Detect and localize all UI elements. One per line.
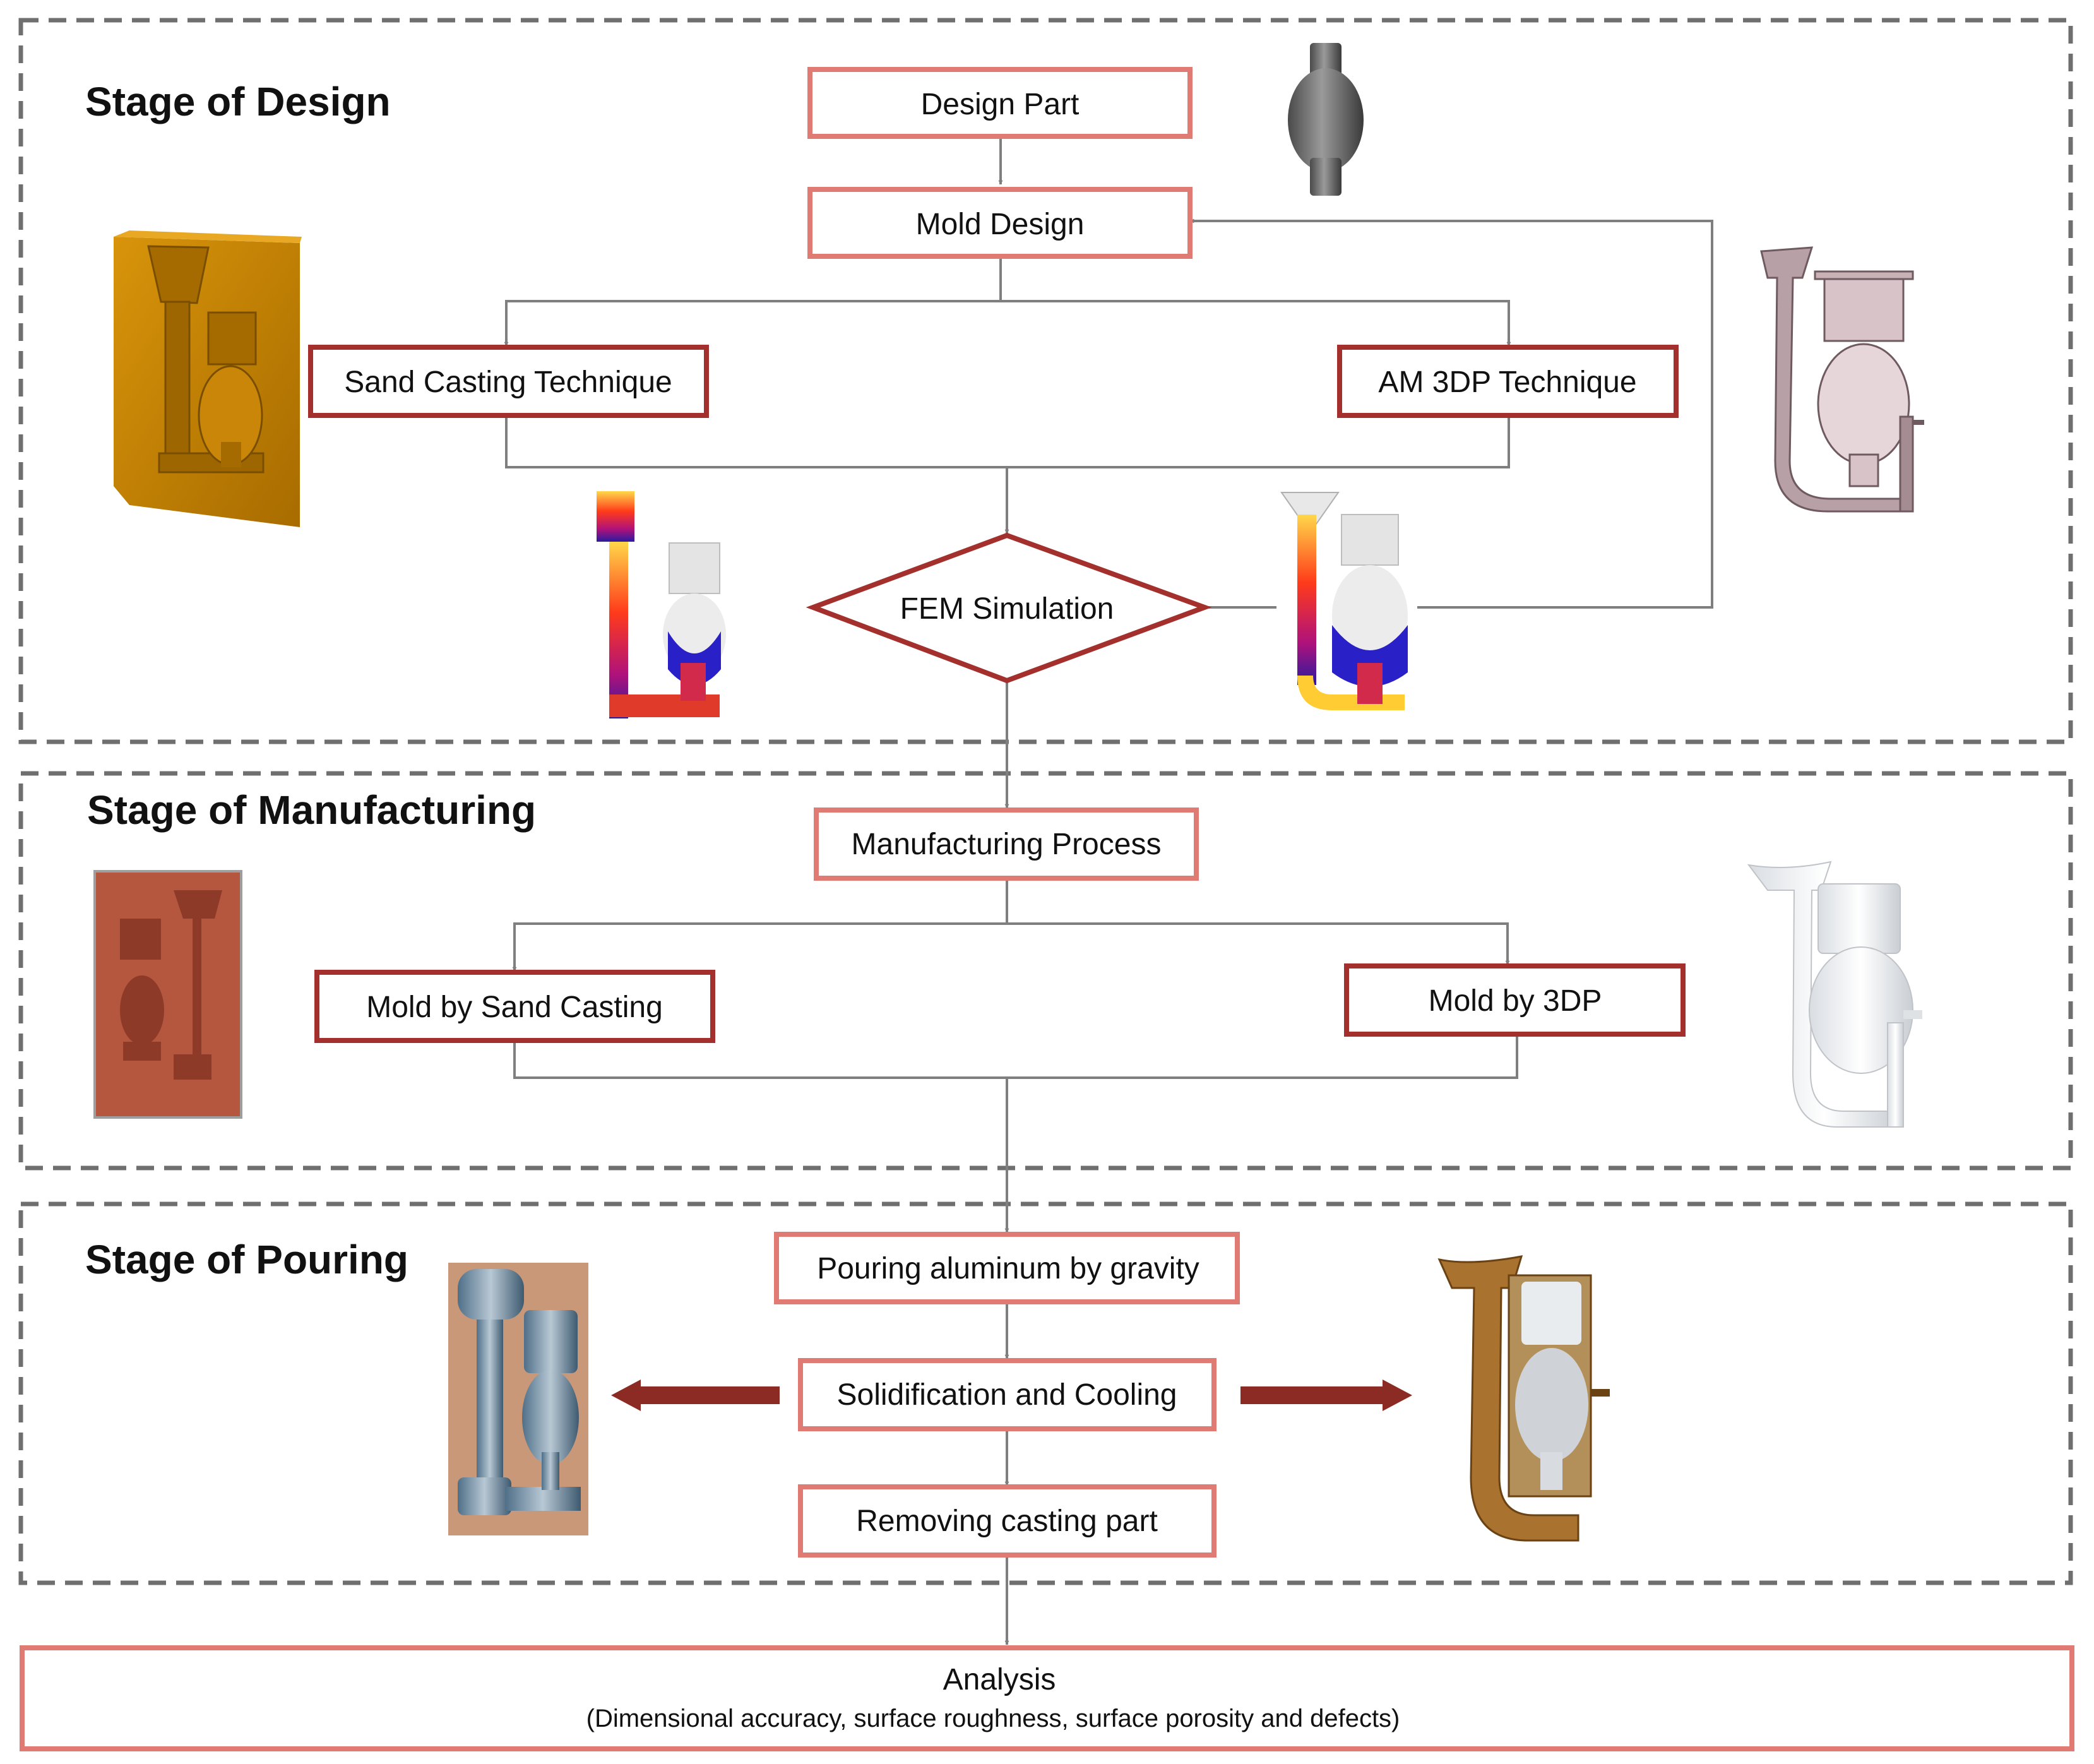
stage-pouring-frame: [18, 1201, 2073, 1585]
pouring-box: Pouring aluminum by gravity: [774, 1232, 1240, 1304]
sand-casting-technique-box: Sand Casting Technique: [308, 345, 709, 418]
cast-in-3dp-mold-photo: [1437, 1255, 1610, 1542]
removing-box: Removing casting part: [798, 1484, 1217, 1558]
manufacturing-process-box: Manufacturing Process: [814, 808, 1199, 881]
fem-simulation-diamond: FEM Simulation: [806, 532, 1212, 684]
fem-simulation-label: FEM Simulation: [900, 592, 1114, 626]
removing-label: Removing casting part: [856, 1505, 1158, 1538]
manufacturing-process-label: Manufacturing Process: [852, 828, 1162, 861]
sand-casting-technique-label: Sand Casting Technique: [344, 366, 672, 399]
pouring-label: Pouring aluminum by gravity: [817, 1252, 1199, 1285]
design-part-box: Design Part: [807, 67, 1193, 139]
am-3dp-technique-box: AM 3DP Technique: [1337, 345, 1679, 418]
design-part-label: Design Part: [921, 88, 1080, 121]
mold-by-sand-casting-label: Mold by Sand Casting: [366, 991, 663, 1024]
sand-casting-simulation-render: [597, 491, 726, 718]
analysis-label: Analysis: [943, 1663, 1056, 1696]
stage-design-title: Stage of Design: [85, 79, 391, 124]
left-red-arrow: [611, 1380, 780, 1411]
mold-by-sand-casting-box: Mold by Sand Casting: [314, 970, 715, 1043]
am-3dp-mold-cad-render: [1760, 246, 1924, 513]
am-3dp-technique-label: AM 3DP Technique: [1378, 366, 1636, 399]
connectors: [504, 138, 1713, 1645]
stage-manufacturing-title: Stage of Manufacturing: [87, 787, 536, 833]
sand-mold-cad-render: [114, 230, 302, 527]
right-red-arrow: [1240, 1380, 1412, 1411]
design-part-render: [1288, 43, 1364, 196]
am-3dp-simulation-render: [1280, 492, 1408, 710]
solidification-box: Solidification and Cooling: [798, 1358, 1217, 1431]
analysis-detail: (Dimensional accuracy, surface roughness…: [586, 1705, 1400, 1732]
analysis-box: Analysis (Dimensional accuracy, surface …: [20, 1645, 2074, 1751]
stage-design-frame: [18, 18, 2073, 744]
sand-mold-photo: [93, 870, 242, 1119]
mold-design-box: Mold Design: [807, 187, 1193, 259]
mold-by-3dp-label: Mold by 3DP: [1429, 984, 1602, 1018]
printed-3dp-mold-photo: [1747, 861, 1922, 1128]
solidification-label: Solidification and Cooling: [836, 1378, 1177, 1412]
cast-part-photo: [448, 1263, 588, 1535]
stage-pouring-title: Stage of Pouring: [85, 1237, 408, 1282]
mold-design-label: Mold Design: [916, 208, 1085, 241]
mold-by-3dp-box: Mold by 3DP: [1344, 963, 1686, 1037]
